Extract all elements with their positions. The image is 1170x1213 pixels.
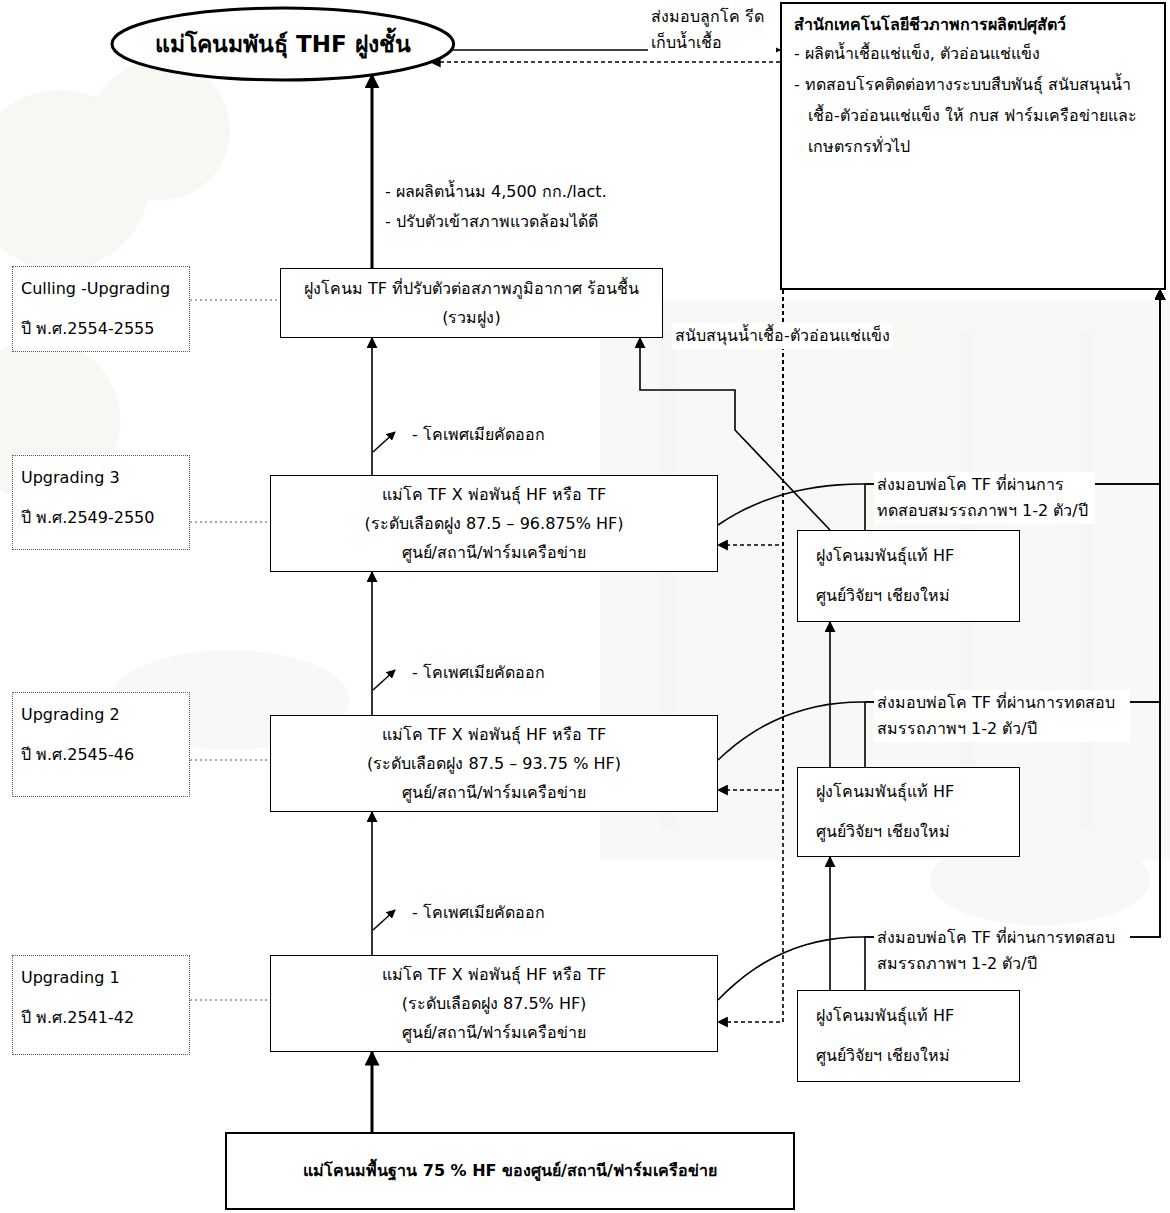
node-text: ปี พ.ศ.2554-2555 [21,309,181,349]
node-heading: Upgrading 2 [21,695,181,735]
node-heading: Upgrading 1 [21,958,181,998]
node-text: ศูนย์วิจัยฯ เชียงใหม่ [816,812,1007,852]
edge-label: ส่งมอบพ่อโค TF ที่ผ่านการทดสอบ สมรรถภาพฯ… [874,690,1130,742]
node-heading: แม่โคนมพื้นฐาน 75 % HF ของศูนย์/สถานี/ฟา… [303,1158,717,1184]
node-heading: ฝูงโคนม TF ที่ปรับตัวต่อสภาพภูมิอากาศ ร้… [291,274,652,332]
herd-box: ฝูงโคนมพันธุ์แท้ HFศูนย์วิจัยฯ เชียงใหม่ [797,530,1020,622]
ellipse-shape [112,8,454,80]
node-text: ศูนย์/สถานี/ฟาร์มเครือข่าย [402,1018,587,1047]
period-box: Upgrading 1ปี พ.ศ.2541-42 [12,955,190,1055]
edge-label: ส่งมอบพ่อโค TF ที่ผ่านการทดสอบ สมรรถภาพฯ… [874,925,1130,977]
arrow-connector [371,338,373,475]
node-text: ปี พ.ศ.2549-2550 [21,498,181,538]
node-text: ศูนย์วิจัยฯ เชียงใหม่ [816,576,1007,616]
arrow-connector [371,75,374,268]
dotted-connector [431,61,780,63]
edge-label: ส่งมอบลูกโค รีดเก็บน้ำเชื้อ [648,4,776,56]
node-heading: ฝูงโคนมพันธุ์แท้ HF [816,772,1007,812]
cull-note: - โคเพศเมียคัดออก [412,901,545,925]
node-heading: แม่โค TF X พ่อพันธุ์ HF หรือ TF [382,720,607,749]
period-box: Upgrading 3ปี พ.ศ.2549-2550 [12,455,190,550]
arrow-connector [865,290,1160,990]
dotted-connector [190,760,270,761]
arrow-connector [718,290,1160,1000]
barn-slat [1080,330,1094,830]
node-text: ปี พ.ศ.2545-46 [21,735,181,775]
dotted-connector [718,290,783,790]
node-heading: แม่โค TF X พ่อพันธุ์ HF หรือ TF [382,480,607,509]
node-heading: ฝูงโคนมพันธุ์แท้ HF [816,536,1007,576]
edge-label: ส่งมอบพ่อโค TF ที่ผ่านการ ทดสอบสมรรถภาพฯ… [874,472,1095,524]
cull-note: - โคเพศเมียคัดออก [412,661,545,685]
arrow-connector [829,857,831,990]
base-box: แม่โคนมพื้นฐาน 75 % HF ของศูนย์/สถานี/ฟา… [225,1132,795,1210]
edge-label: สนับสนุนน้ำเชื้อ-ตัวอ่อนแช่แข็ง [672,323,893,349]
process-box: แม่โค TF X พ่อพันธุ์ HF หรือ TF(ระดับเลื… [270,475,718,572]
node-text: ศูนย์/สถานี/ฟาร์มเครือข่าย [402,538,587,567]
arrow-connector [371,812,373,955]
cull-arrow [373,432,395,452]
cull-note: - โคเพศเมียคัดออก [412,423,545,447]
node-text: (ระดับเลือดฝูง 87.5% HF) [402,989,587,1018]
herd-box: ฝูงโคนมพันธุ์แท้ HFศูนย์วิจัยฯ เชียงใหม่ [797,767,1020,857]
process-box: แม่โค TF X พ่อพันธุ์ HF หรือ TF(ระดับเลื… [270,715,718,812]
node-heading: Upgrading 3 [21,458,181,498]
tree-shape [90,60,230,200]
dotted-connector [190,300,280,301]
node-heading: แม่โค TF X พ่อพันธุ์ HF หรือ TF [382,960,607,989]
goal-ellipse: แม่โคนมพันธุ์ THF ฝูงชั้น [110,6,456,82]
node-text: (ระดับเลือดฝูง 87.5 – 93.75 % HF) [367,749,621,778]
dotted-connector [190,1000,270,1001]
arrow-connector [371,1052,374,1132]
arrow-connector [829,622,831,767]
node-heading: Culling -Upgrading [21,269,181,309]
result-note: - ผลผลิตน้ำนม 4,500 กก./lact. [385,180,607,204]
period-box: Upgrading 2ปี พ.ศ.2545-46 [12,692,190,797]
process-box: ฝูงโคนม TF ที่ปรับตัวต่อสภาพภูมิอากาศ ร้… [280,268,663,338]
arrow-connector [865,290,1160,767]
agency-box: สำนักเทคโนโลยีชีวภาพการผลิตปศุสัตว์- ผลิ… [780,2,1166,290]
node-text: - ทดสอบโรคติดต่อทางระบบสืบพันธุ์ สนับสนุ… [794,69,1154,162]
node-heading: สำนักเทคโนโลยีชีวภาพการผลิตปศุสัตว์ [794,12,1154,38]
arrow-connector [371,572,373,715]
node-text: - ผลิตน้ำเชื้อแช่แข็ง, ตัวอ่อนแช่แข็ง [794,38,1154,69]
dotted-connector [190,522,270,523]
node-text: ปี พ.ศ.2541-42 [21,998,181,1038]
process-box: แม่โค TF X พ่อพันธุ์ HF หรือ TF(ระดับเลื… [270,955,718,1052]
arrow-connector [718,290,1160,760]
node-text: ศูนย์วิจัยฯ เชียงใหม่ [816,1036,1007,1076]
node-heading: ฝูงโคนมพันธุ์แท้ HF [816,996,1007,1036]
node-text: ศูนย์/สถานี/ฟาร์มเครือข่าย [402,778,587,807]
period-box: Culling -Upgradingปี พ.ศ.2554-2555 [12,266,190,352]
dotted-connector [718,290,783,1022]
cull-arrow [373,910,395,930]
arrow-connector [865,290,1160,530]
node-heading: แม่โคนมพันธุ์ THF ฝูงชั้น [155,26,411,62]
cull-arrow [373,670,395,690]
node-text: (ระดับเลือดฝูง 87.5 – 96.875% HF) [365,509,624,538]
result-note: - ปรับตัวเข้าสภาพแวดล้อมได้ดี [385,210,598,234]
herd-box: ฝูงโคนมพันธุ์แท้ HFศูนย์วิจัยฯ เชียงใหม่ [797,990,1020,1082]
